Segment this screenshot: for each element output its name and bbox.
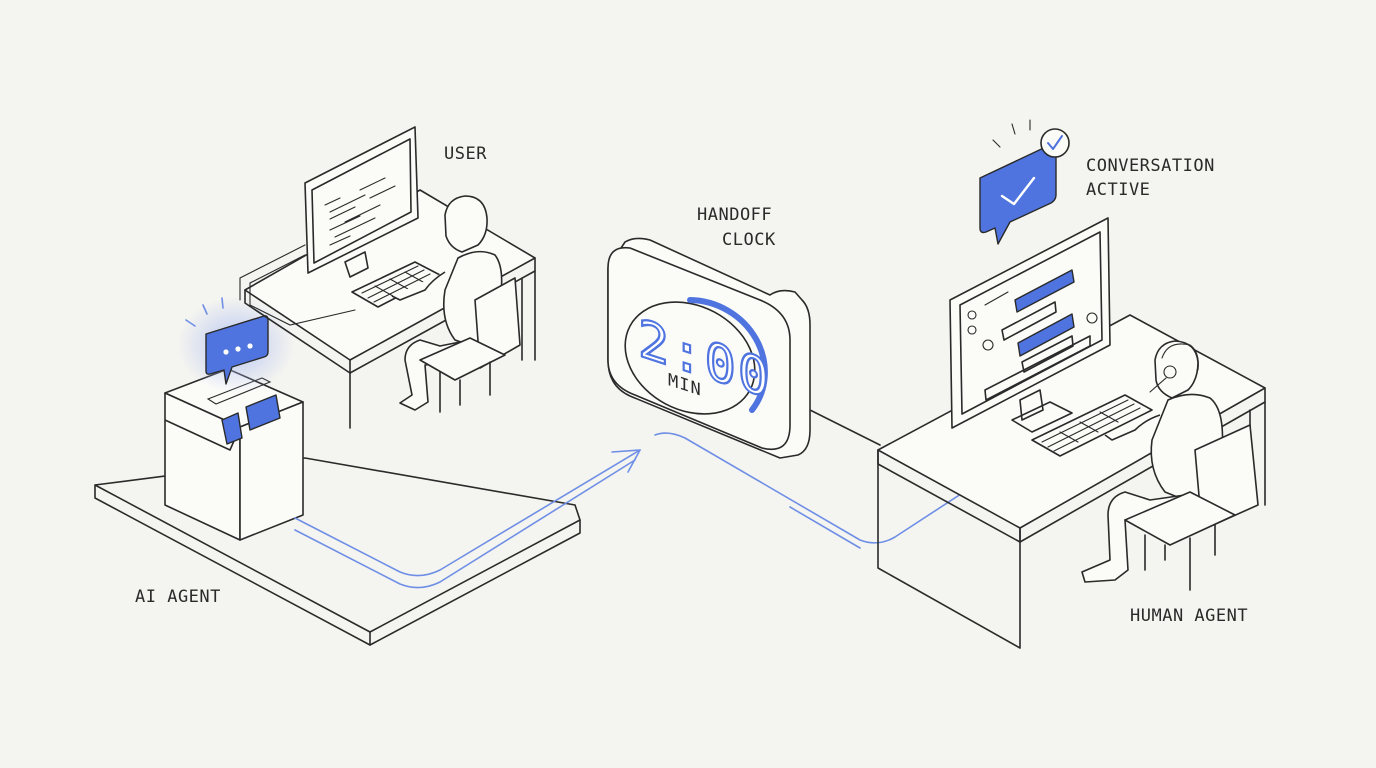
check-circle-icon — [1040, 128, 1070, 158]
chat-message-1 — [1014, 269, 1075, 313]
user-label: USER — [444, 144, 487, 164]
agent-keyboard — [1031, 394, 1153, 457]
agent-monitor — [949, 217, 1111, 433]
conversation-label-line1: CONVERSATION — [1086, 156, 1215, 176]
handoff-clock: 2:00 MIN — [607, 237, 881, 459]
user-monitor — [304, 126, 419, 278]
human-agent-chair — [1124, 424, 1259, 591]
handoff-label-line1: HANDOFF — [697, 205, 773, 225]
ai-agent-label: AI AGENT — [135, 587, 221, 607]
human-agent-label: HUMAN AGENT — [1130, 606, 1249, 626]
ai-kiosk — [164, 368, 304, 541]
kiosk-screen-left — [221, 412, 243, 445]
handoff-label-line2: CLOCK — [722, 230, 776, 250]
kiosk-screen-right — [245, 394, 281, 431]
flow-arrowhead-1 — [611, 449, 641, 473]
conversation-label-line2: ACTIVE — [1086, 180, 1151, 200]
chat-message-2 — [1017, 313, 1075, 357]
handoff-flow-arrows — [294, 432, 1014, 589]
chat-dots-icon — [185, 297, 269, 385]
user-chair — [419, 277, 521, 413]
